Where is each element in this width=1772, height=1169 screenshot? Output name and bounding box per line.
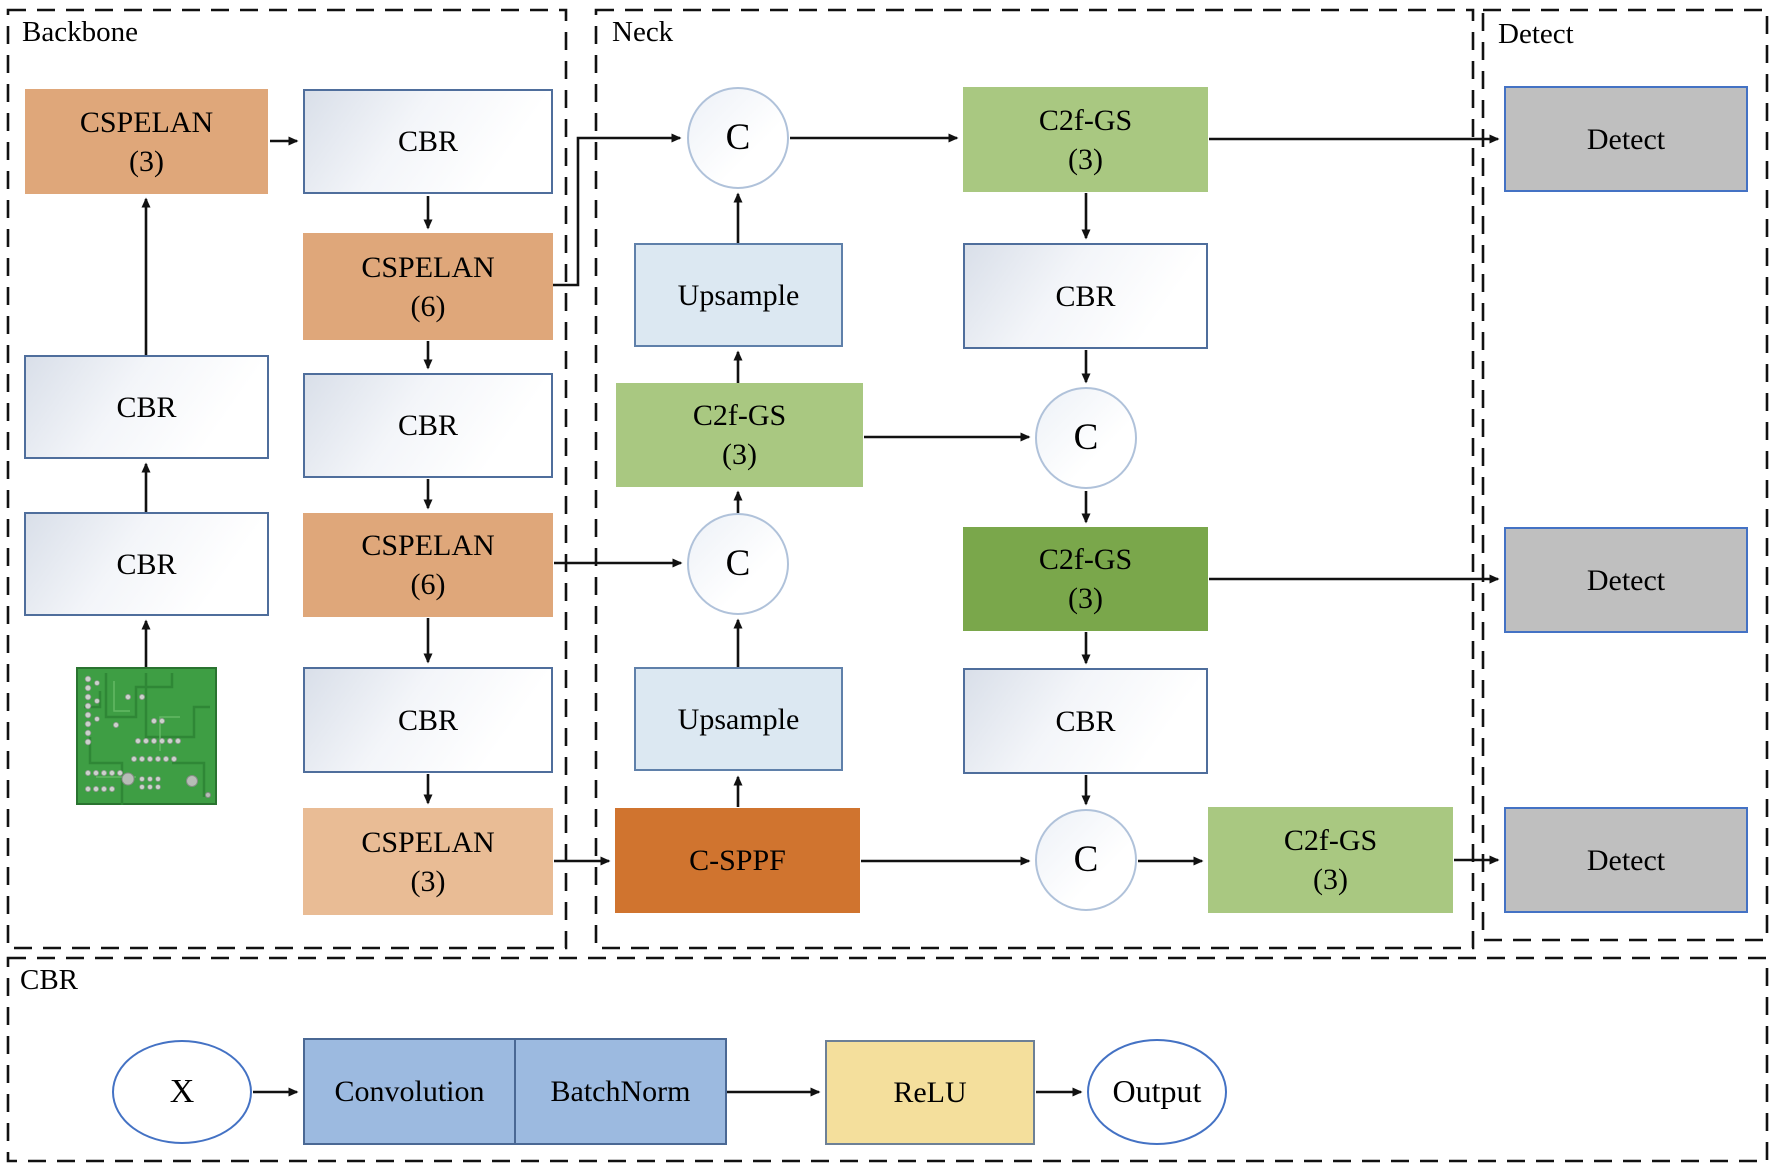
cspelan3-bottom-box: CSPELAN (3) (303, 808, 553, 915)
cbr-left-lower-box: CBR (24, 512, 269, 616)
detect-box-1: Detect (1504, 86, 1748, 192)
concat-circle-2: C (687, 513, 789, 615)
x-input-ellipse: X (112, 1040, 252, 1144)
cbr-left-upper-box: CBR (24, 355, 269, 459)
detect-box-2: Detect (1504, 527, 1748, 633)
cspelan6-2-box: CSPELAN (6) (303, 513, 553, 617)
cbr-right-1-box: CBR (303, 89, 553, 194)
backbone-panel-label: Backbone (22, 16, 138, 48)
detect-panel-label: Detect (1498, 18, 1574, 50)
cspelan3-top-box: CSPELAN (3) (25, 89, 268, 194)
detect-box-3: Detect (1504, 807, 1748, 913)
cbr-right-2-box: CBR (303, 373, 553, 478)
upsample-1-box: Upsample (634, 243, 843, 347)
pcb-input-image (76, 667, 217, 805)
output-ellipse: Output (1087, 1039, 1227, 1145)
c2fgs-mid-box: C2f-GS (3) (616, 383, 863, 487)
neck-cbr-2-box: CBR (963, 668, 1208, 774)
upsample-2-box: Upsample (634, 667, 843, 771)
neck-cbr-1-box: CBR (963, 243, 1208, 349)
c2fgs-dark-box: C2f-GS (3) (963, 527, 1208, 631)
conv-batchnorm-group: Convolution BatchNorm (303, 1038, 727, 1145)
csppf-box: C-SPPF (615, 808, 860, 913)
cbr-detail-panel-label: CBR (20, 964, 79, 996)
concat-circle-1: C (687, 87, 789, 189)
concat-circle-4: C (1035, 809, 1137, 911)
concat-circle-3: C (1035, 387, 1137, 489)
c2fgs-bottom-box: C2f-GS (3) (1208, 807, 1453, 913)
batchnorm-cell: BatchNorm (514, 1040, 725, 1143)
c2fgs-top-box: C2f-GS (3) (963, 87, 1208, 192)
relu-box: ReLU (825, 1040, 1035, 1145)
cspelan6-1-box: CSPELAN (6) (303, 233, 553, 340)
cbr-right-3-box: CBR (303, 667, 553, 773)
neck-panel-label: Neck (612, 16, 674, 48)
convolution-cell: Convolution (334, 1074, 485, 1108)
